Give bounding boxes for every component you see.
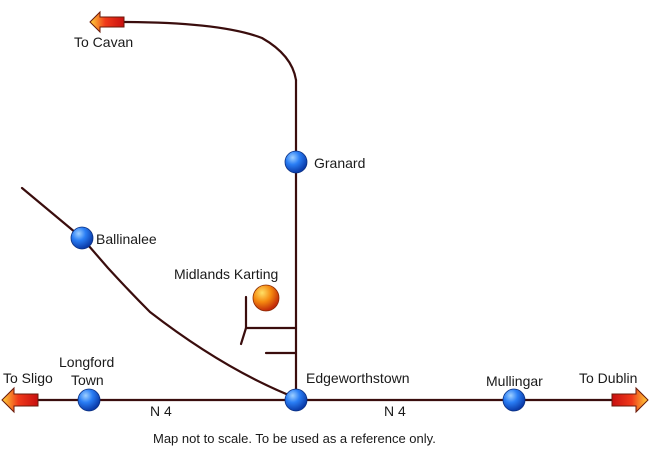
map-disclaimer: Map not to scale. To be used as a refere… — [153, 431, 436, 446]
town-marker-ballinalee — [70, 226, 94, 250]
destination-label: Midlands Karting — [174, 266, 278, 282]
exit-label-dublin: To Dublin — [579, 370, 637, 386]
road-label-n4-east: N 4 — [384, 403, 406, 419]
road-ballinalee-edgeworthstown — [20, 186, 298, 400]
exit-label-sligo: To Sligo — [3, 370, 53, 386]
exit-label-cavan: To Cavan — [74, 34, 133, 50]
town-label-edgeworthstown: Edgeworthstown — [306, 370, 410, 386]
town-marker-longford — [77, 388, 101, 412]
town-label-ballinalee: Ballinalee — [96, 231, 157, 247]
town-marker-edgeworthstown — [284, 388, 308, 412]
town-label-granard: Granard — [314, 155, 365, 171]
town-marker-granard — [284, 150, 308, 174]
town-label-longford-line2: Town — [71, 372, 104, 388]
exit-arrow-dublin — [611, 386, 649, 414]
town-label-mullingar: Mullingar — [486, 373, 543, 389]
destination-marker-karting — [252, 284, 280, 312]
town-marker-mullingar — [502, 388, 526, 412]
road-label-n4-west: N 4 — [150, 403, 172, 419]
exit-arrow-cavan — [89, 10, 125, 34]
exit-arrow-sligo — [1, 386, 39, 414]
town-label-longford-line1: Longford — [59, 354, 114, 370]
road-granard-cavan — [118, 20, 298, 82]
road-karting-access-stub — [239, 326, 248, 346]
